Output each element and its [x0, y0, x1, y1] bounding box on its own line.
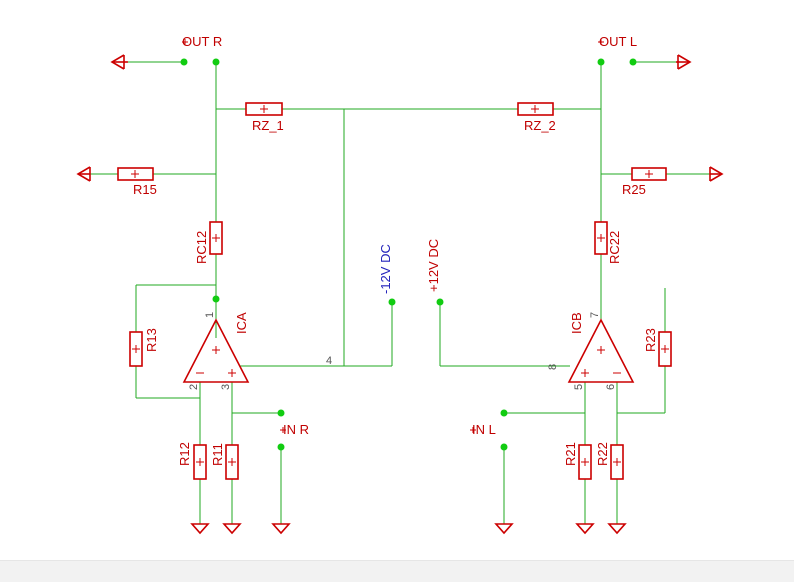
status-bar [0, 560, 794, 582]
opamp-ica-symbol [182, 318, 250, 383]
pin-number-ica-noninv: 3 [220, 384, 232, 390]
ground-icon [575, 523, 595, 535]
resistor-rc22 [594, 221, 608, 255]
resistor-label-r12: R12 [177, 442, 192, 466]
label-anchor-mark [598, 39, 604, 45]
resistor-r22 [610, 444, 624, 480]
r25-arrow-icon [709, 166, 724, 182]
pin-number-icb-inv: 6 [605, 384, 617, 390]
opamp-label-ica: ICA [234, 312, 249, 334]
opamp-label-icb: ICB [569, 312, 584, 334]
resistor-label-rc12: RC12 [194, 231, 209, 264]
resistor-r12 [193, 444, 207, 480]
resistor-r11 [225, 444, 239, 480]
junction-dot [212, 295, 220, 303]
pin-number-icb-vplus: 8 [547, 364, 559, 370]
junction-dot [388, 298, 396, 306]
pin-number-icb-out: 7 [589, 312, 601, 318]
junction-dot [500, 443, 508, 451]
ground-icon [190, 523, 210, 535]
resistor-rz2 [517, 102, 554, 116]
resistor-label-r21: R21 [563, 442, 578, 466]
junction-dot [277, 409, 285, 417]
supply-label-positive: +12V DC [426, 239, 441, 292]
junction-dot [180, 58, 188, 66]
port-label-out-l: OUT L [599, 34, 637, 49]
label-anchor-mark [280, 427, 286, 433]
pin-number-ica-vminus: 4 [326, 355, 332, 367]
junction-dot [212, 58, 220, 66]
junction-dot [277, 443, 285, 451]
ground-icon [494, 523, 514, 535]
ground-icon [607, 523, 627, 535]
junction-dot [436, 298, 444, 306]
label-anchor-mark [182, 39, 188, 45]
resistor-r13 [129, 331, 143, 367]
resistor-r23 [658, 331, 672, 367]
out-l-arrow-icon [676, 54, 692, 70]
wires [90, 61, 710, 524]
junction-dot [500, 409, 508, 417]
schematic-svg: OUT R OUT L IN R IN L -12V DC +12V DC RZ… [76, 34, 724, 535]
resistor-label-rz2: RZ_2 [524, 118, 556, 133]
ground-icon [222, 523, 242, 535]
resistor-r21 [578, 444, 592, 480]
pin-number-ica-inv: 2 [188, 384, 200, 390]
schematic-canvas: OUT R OUT L IN R IN L -12V DC +12V DC RZ… [76, 34, 724, 535]
pin-number-icb-noninv: 5 [573, 384, 585, 390]
resistor-r15 [117, 167, 154, 181]
labels: OUT R OUT L IN R IN L -12V DC +12V DC RZ… [133, 34, 658, 466]
port-label-in-r: IN R [283, 422, 309, 437]
resistor-label-r23: R23 [643, 328, 658, 352]
pin-number-ica-out: 1 [204, 312, 216, 318]
port-label-in-l: IN L [472, 422, 496, 437]
resistor-rz1 [245, 102, 283, 116]
junction-dot [629, 58, 637, 66]
resistor-rc12 [209, 221, 223, 255]
components [76, 39, 724, 535]
resistor-label-r15: R15 [133, 182, 157, 197]
label-anchor-mark [470, 427, 476, 433]
junctions [180, 58, 637, 451]
resistor-r25 [631, 167, 667, 181]
resistor-label-r22: R22 [595, 442, 610, 466]
resistor-label-rc22: RC22 [607, 231, 622, 264]
resistor-label-r11: R11 [210, 443, 225, 466]
resistor-label-r25: R25 [622, 182, 646, 197]
resistor-label-rz1: RZ_1 [252, 118, 284, 133]
r15-arrow-icon [76, 166, 91, 182]
port-label-out-r: OUT R [182, 34, 222, 49]
junction-dot [597, 58, 605, 66]
out-r-arrow-icon [110, 54, 128, 70]
opamp-icb-symbol [567, 318, 635, 383]
ground-icon [271, 523, 291, 535]
resistor-label-r13: R13 [144, 328, 159, 352]
supply-label-negative: -12V DC [378, 244, 393, 294]
